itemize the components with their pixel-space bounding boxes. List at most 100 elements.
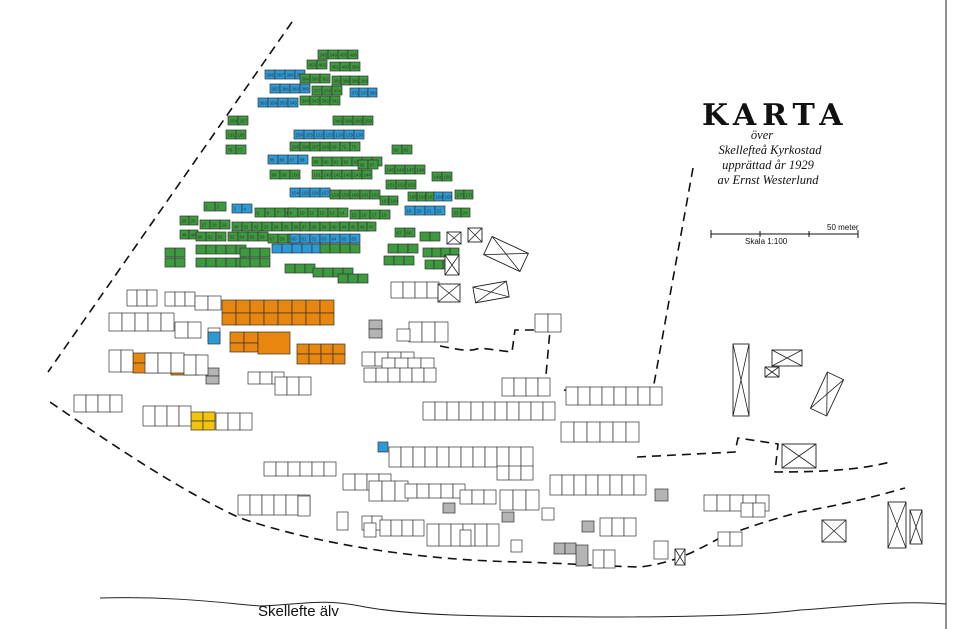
lot [281, 243, 293, 254]
lot [752, 502, 766, 518]
crossed-building [809, 371, 845, 417]
lot [109, 394, 123, 413]
lot [388, 195, 399, 206]
lot [237, 115, 249, 126]
lot [633, 474, 647, 496]
lot [178, 405, 192, 427]
lot-number: 140 [324, 173, 332, 178]
boundary-northwest [47, 21, 293, 373]
lot-number: 156 [312, 191, 320, 196]
lot [108, 349, 122, 373]
lot-number: 15 [352, 213, 358, 218]
lot-number: 359 [270, 101, 278, 106]
lot [337, 273, 349, 284]
lot [412, 446, 426, 468]
crossed-building [483, 235, 529, 273]
lot-number: 396 [287, 73, 295, 78]
lot-number: 158 [332, 193, 340, 198]
lot [397, 243, 409, 254]
lot [518, 401, 532, 421]
lot-number: 52 [218, 235, 224, 240]
lot [273, 494, 287, 516]
lot [387, 367, 401, 383]
lot [499, 489, 514, 511]
lot [298, 376, 312, 396]
lot [134, 312, 149, 332]
lot-number: 169 [445, 195, 453, 200]
lot [471, 489, 485, 505]
lot [339, 243, 351, 254]
lot [361, 169, 373, 180]
lot-number: 29 [222, 223, 228, 228]
lot [603, 549, 616, 569]
lot-number: 339 [345, 119, 353, 124]
lot [142, 405, 156, 427]
lot [205, 257, 217, 268]
lot [508, 446, 522, 468]
lot [136, 289, 148, 307]
lot-number: 62 [312, 237, 318, 242]
lot-number: 3 [234, 207, 237, 212]
lot-number: 157 [322, 191, 330, 196]
lot [146, 289, 158, 307]
lot-number: 65 [342, 237, 348, 242]
lot-number: 32 [254, 225, 260, 230]
lot-number: 28 [212, 223, 218, 228]
lot [174, 291, 186, 307]
lot [621, 474, 635, 496]
lot-number: 333 [280, 101, 288, 106]
lot-number: 366 [370, 91, 378, 96]
lot-number: 255 [306, 133, 314, 138]
lot-number: 166 [419, 195, 427, 200]
lot [320, 353, 334, 365]
lot [484, 446, 498, 468]
lot [237, 494, 251, 516]
lot-number: 75 [352, 145, 358, 150]
lot-number: 50 [198, 235, 204, 240]
lot [482, 401, 496, 421]
lot-number: 7 [277, 211, 280, 216]
lot [436, 446, 450, 468]
lot [472, 446, 486, 468]
lot-number: 66 [352, 237, 358, 242]
lot [405, 179, 417, 190]
lot [586, 421, 601, 443]
lot-number: 82 [404, 148, 410, 153]
lot-number: 35 [284, 225, 290, 230]
lot [207, 331, 221, 345]
lot [202, 411, 216, 422]
lot [299, 461, 313, 477]
lot-number: 258 [230, 119, 238, 124]
lot [277, 299, 293, 314]
lot [459, 529, 472, 547]
lot [541, 507, 555, 521]
lot [442, 191, 453, 202]
crossed-building [437, 283, 461, 303]
lot-number: 149 [434, 175, 442, 180]
lot [319, 243, 331, 254]
lot [316, 59, 328, 70]
lot [585, 474, 599, 496]
lot-number: 86 [280, 158, 286, 163]
lot-number: 165 [410, 195, 418, 200]
lot [426, 281, 440, 299]
lot [195, 257, 207, 268]
lot [170, 352, 185, 374]
lot [589, 386, 603, 406]
lot [367, 87, 378, 98]
lot [381, 480, 396, 502]
lot [520, 465, 534, 481]
lot [612, 421, 627, 443]
lot [609, 474, 623, 496]
lot-number: 97 [370, 163, 376, 168]
lot [463, 189, 474, 200]
lot-number: 392 [322, 77, 330, 82]
lot-number: 256 [296, 133, 304, 138]
lot [428, 483, 442, 499]
lot-number: 342 [322, 99, 330, 104]
lot [291, 299, 307, 314]
lot-number: 85 [270, 158, 276, 163]
lot [525, 489, 540, 511]
lot [249, 247, 261, 258]
lot [132, 352, 147, 364]
